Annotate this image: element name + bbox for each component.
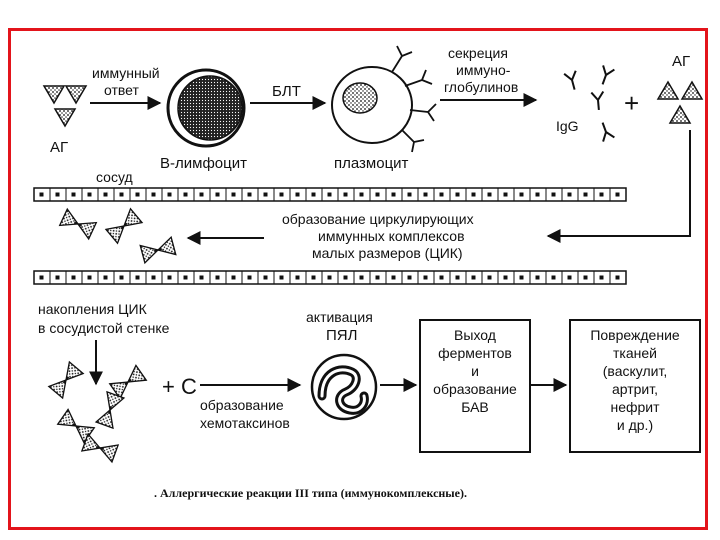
immune-response-label-1: иммунный (92, 65, 160, 81)
damage-line-3: (васкулит, (603, 363, 667, 379)
arrow-to-cic (546, 130, 691, 243)
enzyme-line-3: и (471, 363, 479, 379)
pyal-label-1: активация (306, 309, 373, 325)
enzyme-line-5: БАВ (461, 399, 489, 415)
blt-label: БЛТ (272, 83, 301, 100)
antigen-cluster-left (43, 85, 87, 127)
cic-label-1: образование циркулирующих (282, 211, 474, 227)
damage-line-2: тканей (613, 345, 657, 361)
immune-complexes-lumen (58, 208, 177, 264)
vessel-label: сосуд (96, 169, 133, 185)
neutrophil-cell (310, 353, 378, 421)
accumulation-label-2: в сосудистой стенке (38, 320, 170, 336)
cic-label-3: малых размеров (ЦИК) (312, 245, 463, 261)
antigen-left-label: АГ (50, 139, 68, 156)
antigen-right-label: АГ (672, 53, 690, 70)
plasmocyte-cell (331, 45, 437, 153)
antigen-cluster-right (657, 81, 703, 124)
damage-line-1: Повреждение (590, 327, 680, 343)
red-frame (8, 28, 708, 530)
figure-caption: . Аллергические реакции III типа (иммуно… (154, 486, 467, 500)
vessel-wall-top (33, 187, 627, 202)
enzyme-line-4: образование (433, 381, 517, 397)
chemotaxin-label-2: хемотаксинов (200, 415, 290, 431)
pyal-label-2: ПЯЛ (326, 327, 357, 344)
damage-line-5: нефрит (610, 399, 660, 415)
cic-label-2: иммунных комплексов (318, 228, 465, 244)
immune-response-label-2: ответ (104, 82, 139, 98)
plus-sign: + (624, 88, 639, 118)
damage-line-4: артрит, (612, 381, 658, 397)
accumulation-label-1: накопления ЦИК (38, 301, 148, 317)
enzyme-release-box (419, 319, 531, 453)
immune-complexes-wall (48, 361, 148, 463)
damage-line-6: и др.) (617, 417, 653, 433)
plus-complement: + С (162, 374, 197, 399)
secretion-label-1: секреция (448, 45, 508, 61)
vessel-wall-bottom (33, 270, 627, 285)
b-lymphocyte-cell (166, 68, 246, 148)
chemotaxin-label-1: образование (200, 397, 284, 413)
plasmocyte-label: плазмоцит (334, 155, 409, 172)
tissue-damage-box (569, 319, 701, 453)
secretion-label-3: глобулинов (444, 79, 518, 95)
igg-label: IgG (556, 118, 579, 134)
enzyme-line-2: ферментов (438, 345, 512, 361)
b-lymphocyte-label: В-лимфоцит (160, 155, 247, 172)
secretion-label-2: иммуно- (456, 62, 511, 78)
enzyme-line-1: Выход (454, 327, 496, 343)
